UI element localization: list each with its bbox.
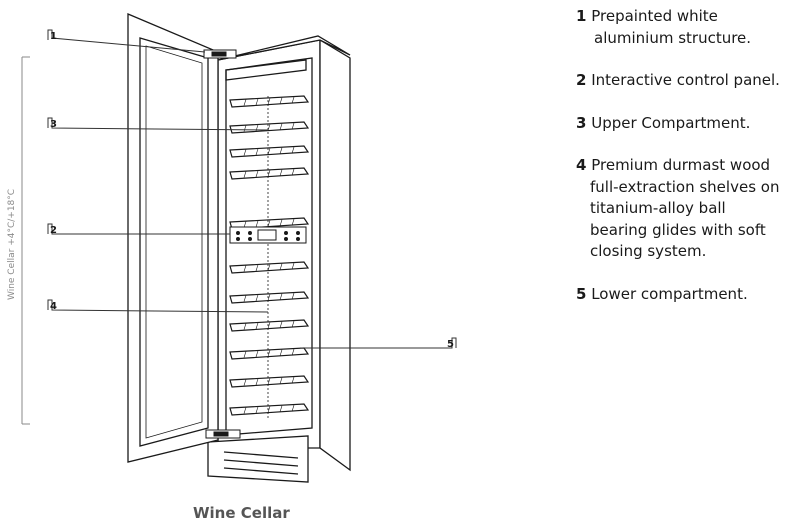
shelf-slat <box>267 406 271 413</box>
legend-number: 2 <box>576 71 587 89</box>
shelf-slat <box>291 168 295 176</box>
shelf-slat <box>243 149 247 156</box>
shelf-slat <box>243 407 247 414</box>
legend-text: closing system. <box>590 242 707 260</box>
legend-item-4: 4 Premium durmast wood full-extraction s… <box>576 155 790 263</box>
shelf-slat <box>267 98 271 105</box>
control-panel <box>229 226 307 244</box>
legend-text: Prepainted white <box>591 7 718 25</box>
callout-number-4: 4 <box>50 301 57 312</box>
shelf-slat <box>291 146 295 154</box>
shelf-slat <box>279 263 283 271</box>
shelf-slat <box>279 169 283 177</box>
cabinet <box>207 35 351 483</box>
shelf-slat <box>279 147 283 155</box>
wine-cellar-diagram: Wine Cellar +4°C/+18°C <box>7 13 457 522</box>
shelf-slat <box>279 97 283 105</box>
shelf-slat <box>279 293 283 301</box>
shelf-slat <box>255 322 259 330</box>
shelf-slat <box>243 295 247 302</box>
legend-text: full-extraction shelves on <box>590 177 780 196</box>
callout-line-5 <box>300 337 457 349</box>
shelf-slat <box>291 348 295 356</box>
legend-text: Upper Compartment. <box>591 113 751 132</box>
shelf-slat <box>267 350 271 357</box>
legend-text: bearing glides with soft <box>590 220 766 239</box>
shelf-slat <box>243 265 247 272</box>
shelf-slat <box>291 376 295 384</box>
legend-number: 3 <box>576 113 587 132</box>
legend-item-5: 5 Lower compartment. <box>576 284 790 306</box>
callout-line-3 <box>47 117 269 131</box>
shelf-slat <box>243 171 247 178</box>
shelf-slat <box>291 404 295 412</box>
legend-item-3: 3 Upper Compartment. <box>576 113 790 135</box>
shelf-slat <box>255 294 259 302</box>
shelf-slat <box>267 378 271 385</box>
legend-item-1: 1 Prepainted white aluminium structure. <box>576 6 790 49</box>
shelf-slat <box>255 378 259 386</box>
legend-text: Interactive control panel. <box>591 71 780 89</box>
legend-number: 4 <box>576 156 587 174</box>
shelf-slat <box>243 221 247 228</box>
shelf-slat <box>279 405 283 413</box>
shelf-slat <box>291 262 295 270</box>
shelf-slat <box>291 122 295 130</box>
shelf-slat <box>291 96 295 104</box>
callout-number-1: 1 <box>50 31 57 42</box>
shelf-slat <box>267 294 271 301</box>
temperature-range-bracket <box>21 56 30 425</box>
shelf-slat <box>279 219 283 227</box>
shelf-slat <box>243 99 247 106</box>
diagram-caption: Wine Cellar <box>193 504 290 522</box>
shelf-slat <box>279 377 283 385</box>
legend-text: Lower compartment. <box>591 284 748 303</box>
legend-text: titanium-alloy ball <box>590 199 726 217</box>
shelf-slat <box>279 349 283 357</box>
callout-lines <box>47 29 457 349</box>
callout-number-2: 2 <box>50 225 57 236</box>
callout-line-4 <box>47 299 269 313</box>
temperature-range-label: Wine Cellar +4°C/+18°C <box>7 189 17 300</box>
glass-door <box>127 13 219 463</box>
callout-line-2 <box>47 223 230 235</box>
shelf-slat <box>243 351 247 358</box>
shelf-slat <box>267 322 271 329</box>
shelf-slat <box>243 125 247 132</box>
shelf-slat <box>255 98 259 106</box>
shelf-slat <box>255 406 259 414</box>
shelf-slat <box>243 323 247 330</box>
shelf-slat <box>255 220 259 228</box>
legend-number: 5 <box>576 284 587 303</box>
shelf-slat <box>255 170 259 178</box>
legend-text: aluminium structure. <box>594 28 752 47</box>
shelf-slat <box>291 218 295 226</box>
callout-line-1 <box>47 29 206 53</box>
shelf-slat <box>255 264 259 272</box>
shelf-slat <box>279 321 283 329</box>
shelf-slat <box>243 379 247 386</box>
shelf-slat <box>291 320 295 328</box>
door-hinges <box>203 49 241 439</box>
legend-text: Premium durmast wood <box>591 156 771 174</box>
feature-legend: 1 Prepainted white aluminium structure. … <box>576 6 790 326</box>
shelf-slat <box>255 350 259 358</box>
callout-number-3: 3 <box>50 119 57 130</box>
legend-item-2: 2 Interactive control panel. <box>576 70 790 92</box>
shelf-slat <box>279 123 283 131</box>
shelf-slat <box>255 148 259 156</box>
legend-number: 1 <box>576 7 587 25</box>
shelf-slat <box>267 170 271 177</box>
callout-number-5: 5 <box>447 339 454 350</box>
shelf-slat <box>291 292 295 300</box>
